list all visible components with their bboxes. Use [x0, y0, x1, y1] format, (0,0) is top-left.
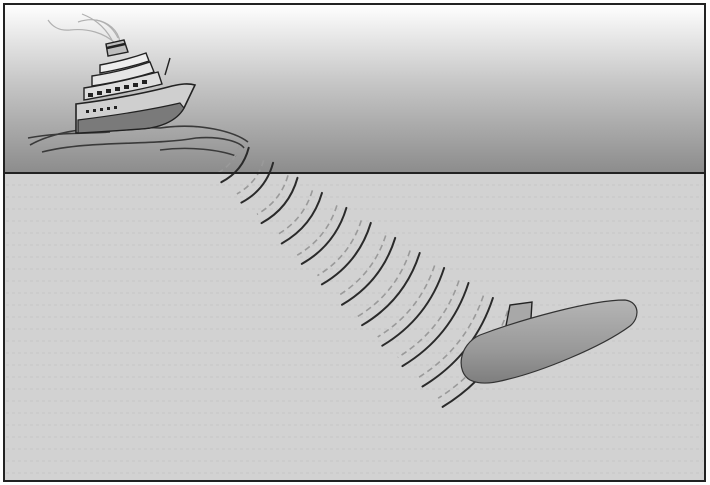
sonar-diagram [0, 0, 710, 485]
